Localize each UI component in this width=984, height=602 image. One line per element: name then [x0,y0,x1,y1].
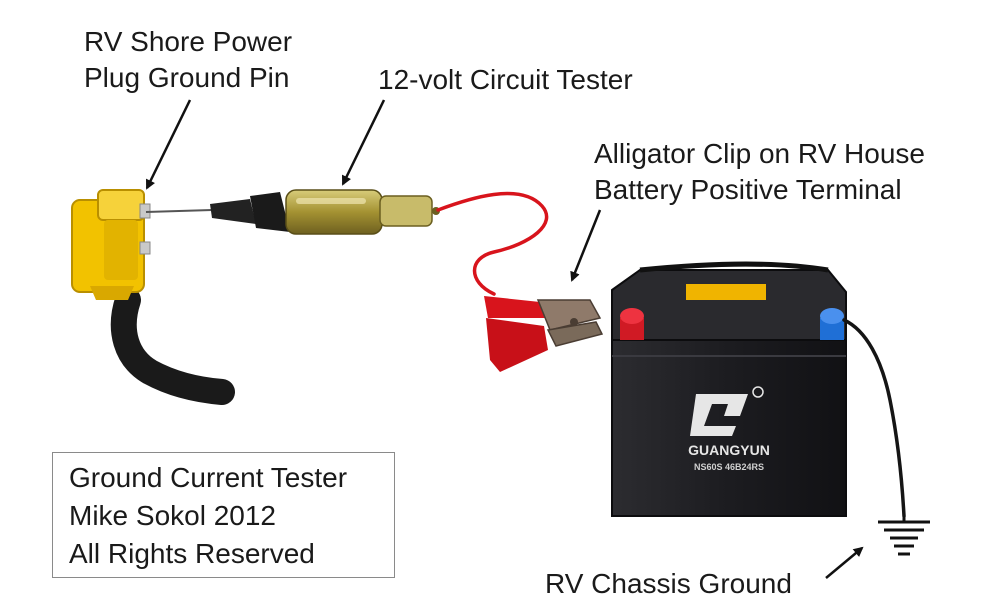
battery-lid [611,269,847,341]
circuit-tester-probe [145,189,440,235]
label-shore-power-plug: RV Shore Power Plug Ground Pin [84,24,292,96]
label-alligator-line1: Alligator Clip on RV House [594,138,925,169]
label-circuit-tester-text: 12-volt Circuit Tester [378,64,633,95]
shore-power-plug [71,189,151,300]
credit-box: Ground Current Tester Mike Sokol 2012 Al… [52,452,395,578]
label-alligator-line2: Battery Positive Terminal [594,174,902,205]
battery: GUANGYUN NS60S 46B24RS [611,261,847,517]
battery-brand: GUANGYUN [688,442,770,458]
arrow-circuit-tester [341,99,386,186]
credit-line2: Mike Sokol 2012 [69,500,277,531]
arrow-alligator-clip [570,209,602,282]
label-circuit-tester: 12-volt Circuit Tester [378,62,633,98]
arrow-chassis-ground [825,546,864,579]
label-shore-power-line1: RV Shore Power [84,26,293,57]
red-lead-wire [436,191,549,296]
label-shore-power-line2: Plug Ground Pin [84,62,290,93]
battery-logo [690,386,764,436]
ground-cable [842,318,906,518]
alligator-clip [484,296,604,372]
battery-model: NS60S 46B24RS [694,462,764,472]
label-chassis-ground-text: RV Chassis Ground [545,568,792,599]
ground-symbol-icon [878,516,930,556]
label-alligator-clip: Alligator Clip on RV House Battery Posit… [594,136,925,208]
label-chassis-ground: RV Chassis Ground [545,566,792,602]
arrow-shore-power [145,99,192,190]
credit-line1: Ground Current Tester [69,462,348,493]
plug-cord [110,287,235,405]
credit-line3: All Rights Reserved [69,538,315,569]
